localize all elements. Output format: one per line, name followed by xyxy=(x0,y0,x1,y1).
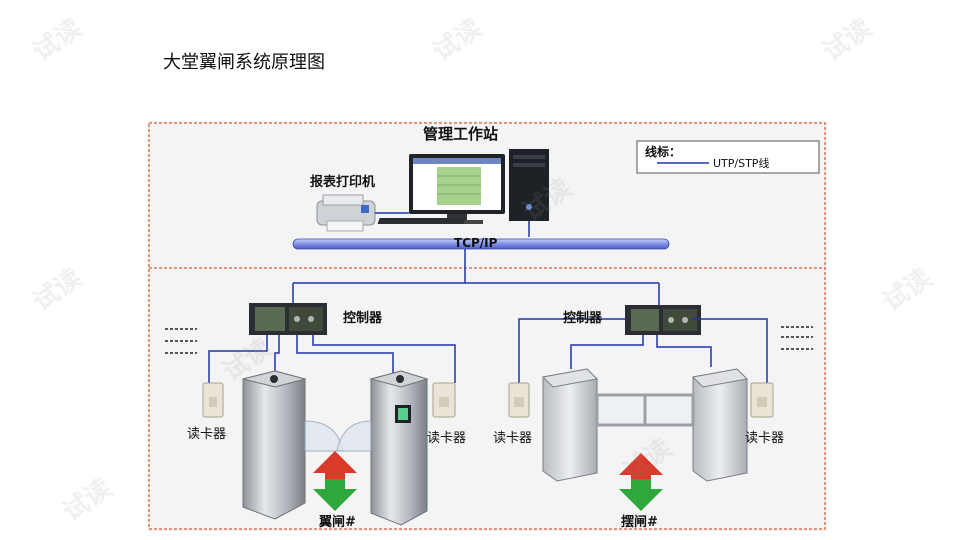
card-reader-left-1-icon xyxy=(202,382,224,418)
card-reader-right-2-icon xyxy=(750,382,774,418)
controller-right-icon xyxy=(625,305,701,335)
reader-left-1-label: 读卡器 xyxy=(187,427,227,442)
card-reader-left-2-icon xyxy=(432,382,456,418)
entry-exit-arrows-left-icon xyxy=(313,451,357,511)
slide-title: 大堂翼闸系统原理图 xyxy=(163,52,325,73)
entry-exit-arrows-right-icon xyxy=(619,453,663,511)
reader-right-2-label: 读卡器 xyxy=(745,431,785,446)
printer-label: 报表打印机 xyxy=(310,175,376,190)
diagram-graphics xyxy=(148,122,826,530)
workstation-label: 管理工作站 xyxy=(423,125,499,143)
controller-left-label: 控制器 xyxy=(343,311,383,326)
legend-title: 线标： xyxy=(645,145,682,159)
controller-left-icon xyxy=(249,303,327,335)
legend-box xyxy=(636,140,820,174)
reader-left-2-label: 读卡器 xyxy=(427,431,467,446)
watermark: 试读 xyxy=(27,13,88,68)
watermark: 试读 xyxy=(27,263,88,318)
reader-signal-lines-left xyxy=(165,328,197,354)
controller-right-label: 控制器 xyxy=(563,311,603,326)
reader-signal-lines-right xyxy=(781,326,813,350)
legend-line-label: UTP/STP线 xyxy=(713,157,770,170)
workstation-icon xyxy=(377,149,549,224)
card-reader-right-1-icon xyxy=(508,382,530,418)
watermark: 试读 xyxy=(877,263,938,318)
system-diagram: 管理工作站 报表打印机 TCP/IP 线标： UTP/STP线 控制器 读卡器 … xyxy=(147,121,827,531)
flap-gate-label: 翼闸# xyxy=(319,515,356,530)
printer-icon xyxy=(316,194,376,232)
watermark: 试读 xyxy=(817,13,878,68)
swing-gate-icon xyxy=(541,368,749,482)
watermark: 试读 xyxy=(427,13,488,68)
tcpip-label: TCP/IP xyxy=(454,236,498,250)
watermark: 试读 xyxy=(57,473,118,528)
outer-dashed-frame xyxy=(148,122,826,530)
swing-gate-label: 摆闸# xyxy=(621,515,658,530)
flap-gate-icon xyxy=(242,370,429,526)
tcpip-bus xyxy=(292,238,670,250)
reader-right-1-label: 读卡器 xyxy=(493,431,533,446)
